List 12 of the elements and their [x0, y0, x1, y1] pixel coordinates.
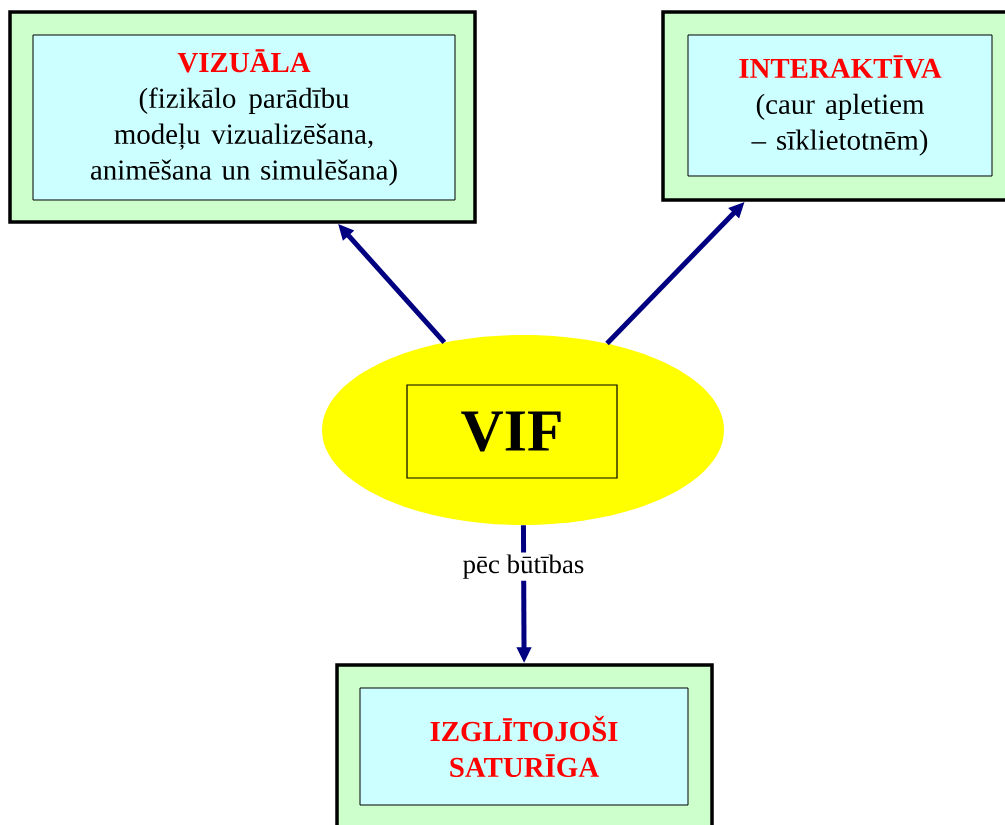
- title-box: [406, 384, 618, 479]
- text-box: [32, 34, 456, 201]
- heading-text: VIZUĀLA: [177, 49, 311, 73]
- heading-text: IZGLĪTOJOŠI SATURĪGA: [430, 715, 618, 778]
- heading-text: INTERAKTĪVA: [739, 55, 942, 79]
- title-text: VIF: [461, 411, 561, 452]
- description-text: (caur apletiem – sīklietotnēm): [751, 93, 928, 156]
- text-box: [687, 34, 993, 177]
- text-box: [359, 687, 689, 806]
- edge-label: pēc būtības: [463, 554, 584, 579]
- description-text: (fizikālo parādību modeļu vizualizēšana, animēšana un simulēšana): [90, 87, 397, 186]
- ellipse: [322, 335, 724, 525]
